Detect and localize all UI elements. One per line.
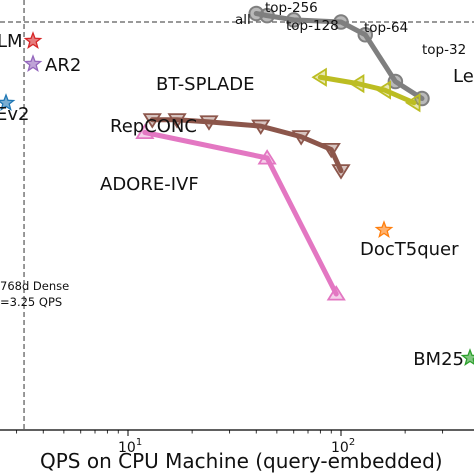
series-point-3-1 (257, 149, 277, 165)
star-point-3 (374, 220, 394, 238)
series-point-0-4 (357, 27, 374, 43)
lexical-point-label: all (235, 12, 251, 28)
series-point-2-4 (291, 130, 311, 146)
lexical-point-label: top-32 (422, 42, 466, 58)
series-point-2-3 (251, 119, 271, 136)
series-point-1-0 (311, 67, 327, 87)
x-tick-label: 102 (331, 437, 355, 456)
series-point-2-5 (321, 143, 341, 159)
series-point-2-1 (167, 113, 187, 129)
series-line-3 (142, 130, 339, 297)
x-axis-label: QPS on CPU Machine (query-embedded) (40, 449, 443, 473)
series-point-0-3 (333, 14, 349, 30)
series-point-1-2 (375, 80, 391, 100)
series-line-2 (149, 117, 344, 174)
series-point-2-2 (199, 115, 219, 131)
series-point-1-3 (405, 93, 421, 113)
series-layer (0, 5, 474, 366)
series-point-3-2 (326, 285, 346, 301)
star-label-3: DocT5quer (360, 239, 459, 260)
star-label-2: Ev2 (0, 104, 29, 125)
axes: 101 102 (0, 0, 474, 456)
dense-reference-label: 768d Dense (0, 279, 69, 293)
lexical-point-label: top-64 (364, 20, 408, 36)
series-point-0-2 (285, 12, 302, 28)
star-point-0 (23, 31, 43, 49)
series-point-1-1 (348, 74, 365, 94)
series-label-1: BT-SPLADE (156, 74, 254, 95)
series-point-0-1 (259, 7, 275, 24)
series-label-3: ADORE-IVF (100, 174, 199, 195)
series-point-2-0 (142, 113, 162, 129)
star-point-1 (23, 54, 43, 72)
series-point-3-0 (135, 123, 155, 139)
dense-reference-label: =3.25 QPS (0, 295, 62, 309)
series-label-0: Le (453, 66, 474, 87)
label-layer: 768d Dense =3.25 QPS Le BT-SPLADE RepCONC ADO… (0, 0, 474, 370)
series-point-0-5 (387, 73, 404, 90)
star-label-0: LM (0, 31, 23, 52)
series-point-2-6 (331, 164, 351, 180)
star-point-4 (460, 348, 474, 366)
star-label-1: AR2 (45, 55, 81, 76)
lexical-point-label: top-128 (286, 18, 339, 34)
series-label-2: RepCONC (110, 116, 197, 137)
x-tick-label: 101 (118, 437, 142, 456)
star-label-4: BM25 (413, 349, 464, 370)
series-line-1 (317, 74, 417, 106)
lexical-point-label: top-256 (265, 0, 318, 16)
star-point-2 (0, 93, 16, 111)
